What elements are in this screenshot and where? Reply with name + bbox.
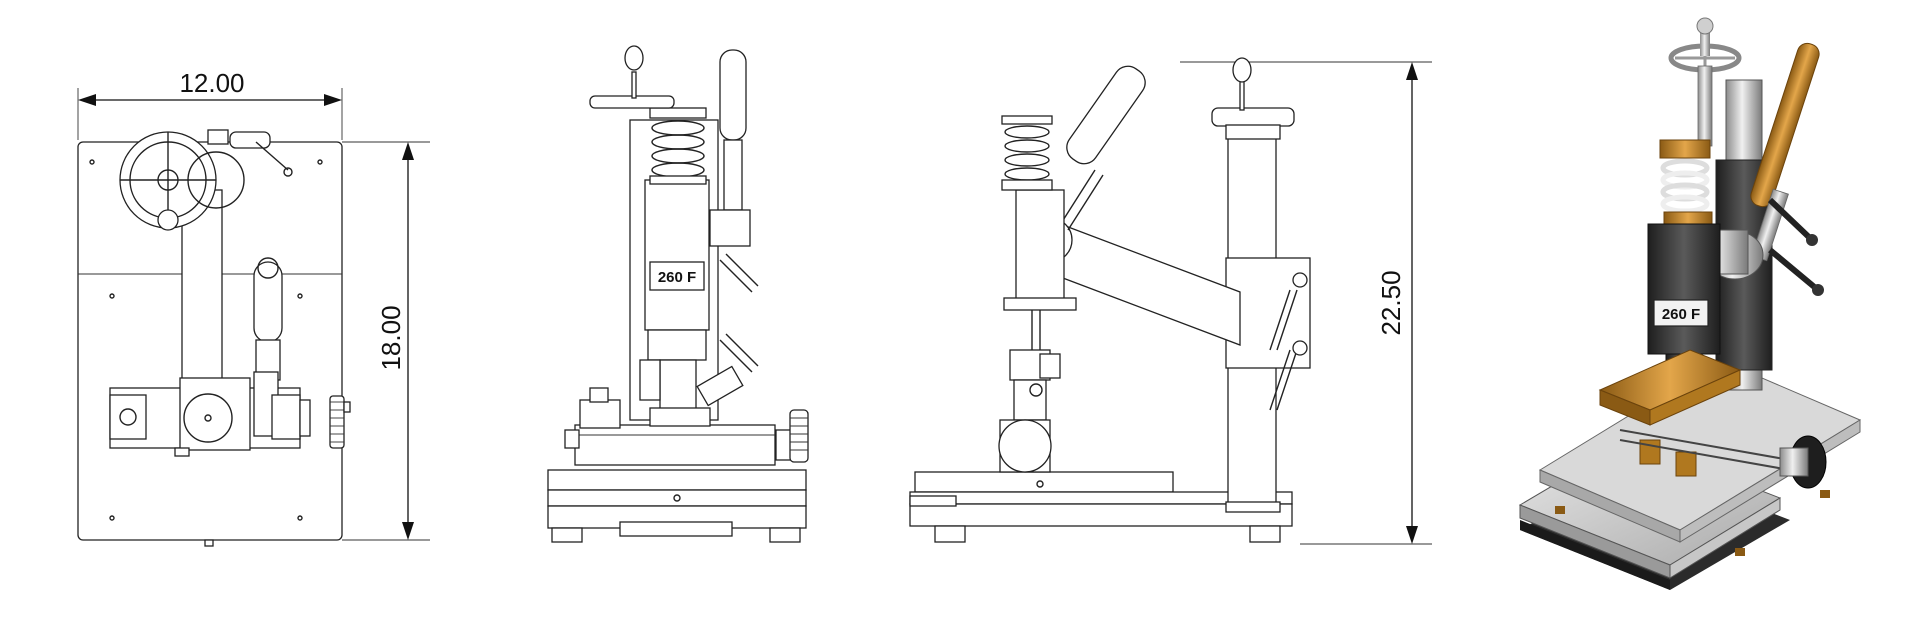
handwheel-icon [1668,17,1742,147]
arrow-right-icon [324,94,342,106]
depth-dimension-label: 18.00 [376,305,406,370]
machine-top-view-drawing [77,129,351,547]
handwheel-icon [119,131,217,231]
machine-front-view-drawing: 260 F [547,45,809,543]
spring-icon [649,107,707,185]
width-dimension: 12.00 [77,68,343,140]
machine-3d-render: 260 F [1518,17,1862,590]
height-dimension: 22.50 [1180,61,1432,545]
side-view: 22.50 [909,57,1432,545]
front-view: 260 F [547,45,809,543]
model-tag-label: 260 F [658,269,696,286]
machine-side-view-drawing [909,57,1311,543]
width-dimension-label: 12.00 [179,68,244,98]
render-view: 260 F [1518,17,1862,590]
arrow-up-icon [1406,62,1418,80]
depth-dimension: 18.00 [342,141,430,541]
spring-icon [1660,158,1710,214]
top-view: 12.00 18.00 [77,68,430,547]
height-dimension-label: 22.50 [1376,270,1406,335]
arrow-down-icon [402,522,414,540]
spring-icon [1001,115,1053,191]
arrow-left-icon [78,94,96,106]
arrow-up-icon [402,142,414,160]
arrow-down-icon [1406,526,1418,544]
model-tag-label: 260 F [1662,306,1700,323]
